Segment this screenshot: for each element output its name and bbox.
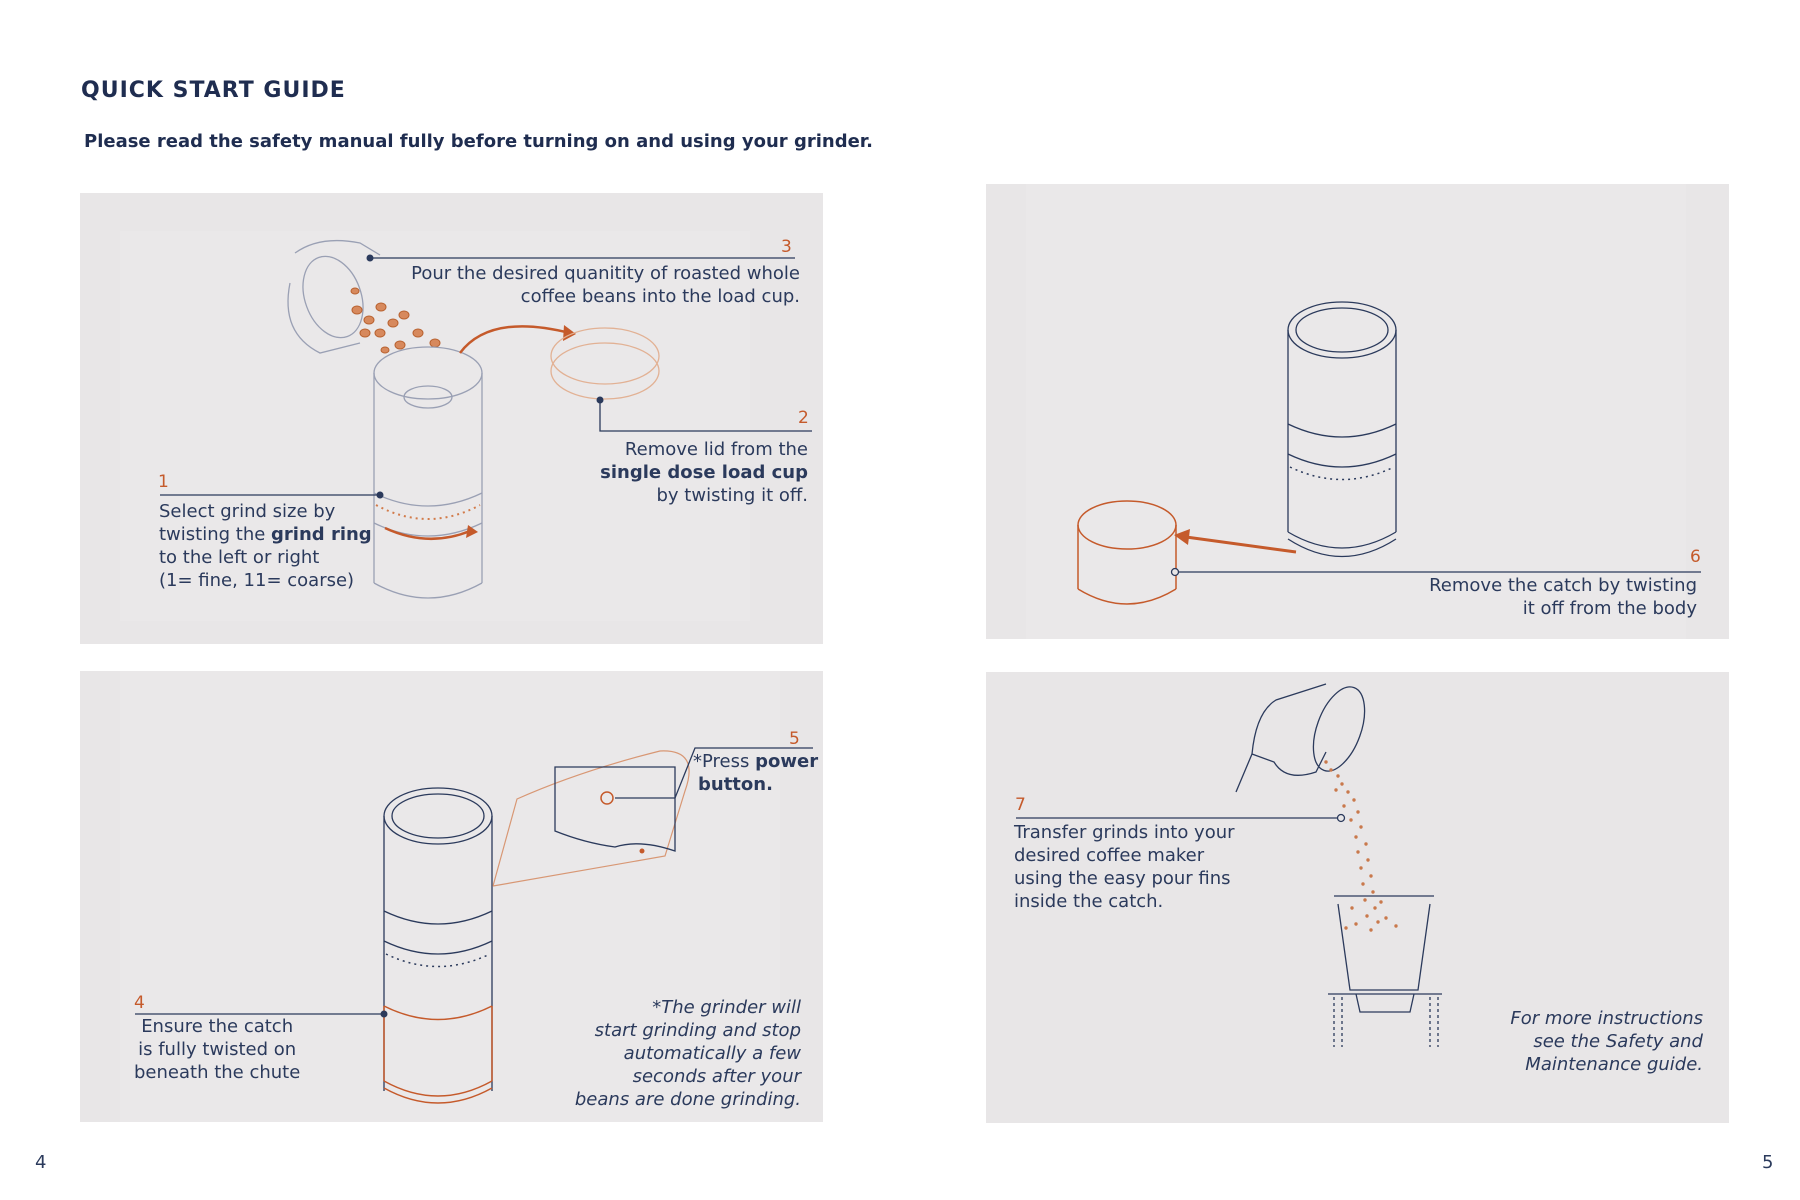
remove-arrow-icon [1185,535,1297,554]
pour-grinds-illustration [1016,683,1442,1047]
step-5-number: 5 [789,729,800,749]
catch-cup-icon [1077,500,1177,605]
step-6-number: 6 [1690,547,1701,567]
brewer-icon [1328,895,1442,1047]
step-5-text: *Press power button. [693,751,819,795]
lid-arrow-icon [459,325,571,354]
page-number-right: 5 [1762,1152,1774,1173]
grinder-load-illustration [120,231,812,621]
catch-cup-icon [1235,683,1366,793]
page-title: QUICK START GUIDE [81,78,346,103]
zoom-callout-icon [492,750,690,887]
power-button-icon [600,791,614,805]
step-1-number: 1 [158,472,169,492]
coffee-beans-icon [350,287,441,354]
grinder-body-icon [1287,301,1397,558]
power-on-illustration [120,671,813,1122]
step-7-number: 7 [1015,795,1026,815]
step-1-text: Select grind size by twisting the grind … [159,501,372,591]
remove-catch-illustration [1026,184,1701,639]
step-3-number: 3 [781,237,792,257]
catch-cup-icon [383,1005,493,1104]
page-subtitle: Please read the safety manual fully befo… [84,131,873,152]
twist-arrow-icon [384,526,471,540]
panel-steps-1-3: 3 Pour the desired quanitity of roasted … [80,193,823,644]
coffee-grinds-icon [1324,760,1398,932]
step-2-number: 2 [798,408,809,428]
panel-steps-4-5: 5 *Press power button. 4 Ensure the catc… [80,671,823,1122]
load-cup-lid-icon [550,327,660,400]
step-4-number: 4 [134,993,145,1013]
grinder-body-icon [373,346,483,599]
step-3-text: Pour the desired quanitity of roasted wh… [411,263,800,307]
page-number-left: 4 [35,1152,47,1173]
load-cup-tilted-icon [287,239,381,354]
power-panel-icon [554,766,676,852]
grind-ring-scale-icon [375,504,481,520]
